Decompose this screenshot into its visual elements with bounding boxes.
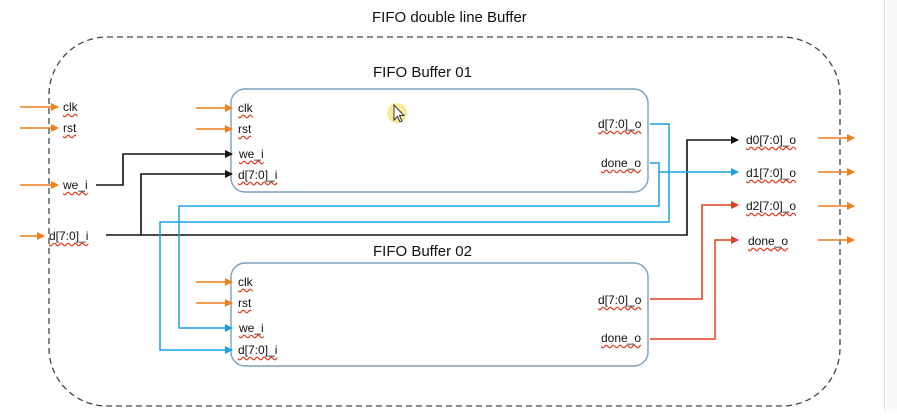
buffer1-input-we: we_i bbox=[239, 147, 264, 161]
buffer2-input-we: we_i bbox=[239, 321, 264, 335]
buffer1-input-rst: rst bbox=[238, 122, 252, 136]
top-input-rst: rst bbox=[63, 121, 77, 135]
buffer1-output-d: d[7:0]_o bbox=[598, 117, 642, 131]
buffer1-input-d: d[7:0]_i bbox=[238, 168, 278, 182]
outer-container bbox=[48, 36, 841, 407]
top-output-d2: d2[7:0]_o bbox=[746, 199, 797, 213]
diagram-title: FIFO double line Buffer bbox=[372, 9, 527, 26]
buffer2-box bbox=[230, 262, 649, 367]
buffer1-output-done: done_o bbox=[601, 156, 642, 170]
buffer2-input-clk: clk bbox=[238, 275, 253, 289]
buffer2-input-d: d[7:0]_i bbox=[238, 343, 278, 357]
wire-we-to-buffer1 bbox=[96, 150, 233, 186]
top-input-d: d[7:0]_i bbox=[49, 229, 89, 243]
buffer2-title: FIFO Buffer 02 bbox=[373, 243, 472, 260]
top-output-done: done_o bbox=[748, 234, 789, 248]
wire-buffer1-done-to-buffer2-we bbox=[178, 162, 660, 332]
window-scrollbar[interactable] bbox=[884, 0, 897, 411]
wire-d-to-d0-out bbox=[106, 136, 739, 236]
buffer2-output-d: d[7:0]_o bbox=[598, 293, 642, 307]
top-input-we: we_i bbox=[63, 178, 88, 192]
buffer1-title: FIFO Buffer 01 bbox=[373, 64, 472, 81]
top-input-clk: clk bbox=[63, 100, 78, 114]
top-output-d0: d0[7:0]_o bbox=[746, 133, 797, 147]
buffer2-output-done: done_o bbox=[601, 331, 642, 345]
mouse-cursor-icon bbox=[387, 103, 407, 123]
buffer2-input-rst: rst bbox=[238, 296, 252, 310]
buffer1-input-clk: clk bbox=[238, 101, 253, 115]
wire-buffer1-d-to-buffer2-d bbox=[159, 123, 670, 354]
wire-buffer2-d-to-d2-out bbox=[650, 201, 739, 300]
wire-buffer2-done-to-done-out bbox=[650, 236, 739, 340]
top-output-d1: d1[7:0]_o bbox=[746, 166, 797, 180]
wire-d-to-buffer1 bbox=[140, 170, 233, 235]
buffer1-box bbox=[230, 88, 649, 193]
